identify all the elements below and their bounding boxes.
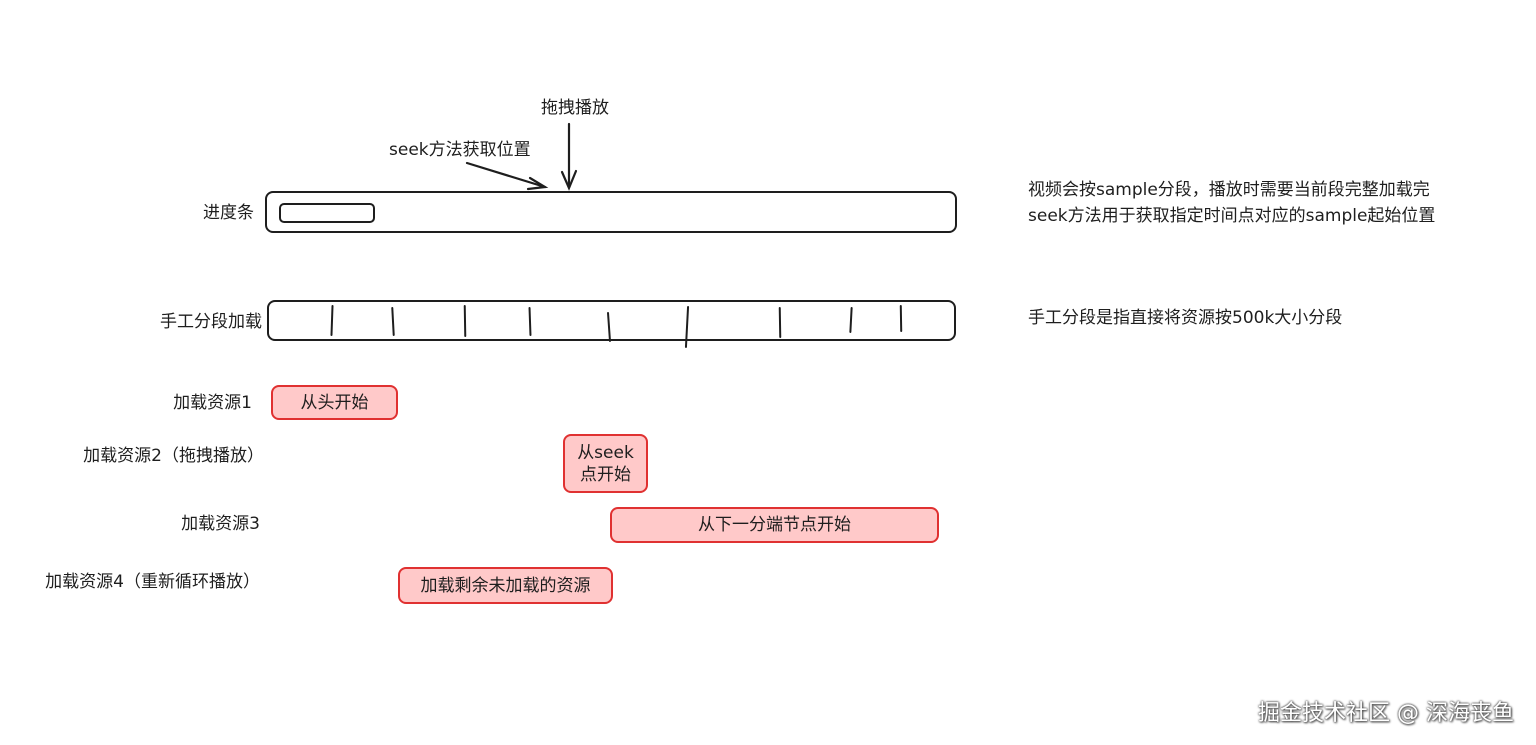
drag-play-arrow [560, 122, 578, 191]
note-seek: seek方法用于获取指定时间点对应的sample起始位置 [1028, 206, 1436, 226]
load-resource-1-box: 从头开始 [271, 385, 398, 420]
note-manual-segment: 手工分段是指直接将资源按500k大小分段 [1028, 308, 1343, 328]
load-resource-3-box: 从下一分端节点开始 [610, 507, 939, 543]
load-resource-2-label: 加载资源2（拖拽播放） [83, 446, 264, 466]
load-resource-1-label: 加载资源1 [173, 393, 252, 413]
load-resource-2-box: 从seek 点开始 [563, 434, 648, 493]
progress-thumb[interactable] [279, 203, 375, 223]
seek-arrow [465, 161, 549, 191]
progress-bar-label: 进度条 [203, 203, 254, 223]
load-resource-4-label: 加载资源4（重新循环播放） [45, 572, 260, 592]
load-resource-2-text-line2: 点开始 [580, 464, 631, 485]
drag-play-annotation: 拖拽播放 [541, 98, 609, 118]
progress-bar[interactable] [265, 191, 957, 233]
manual-segment-label: 手工分段加载 [160, 312, 262, 332]
load-resource-4-box: 加载剩余未加载的资源 [398, 567, 613, 604]
load-resource-4-text: 加载剩余未加载的资源 [420, 575, 591, 596]
load-resource-2-text-line1: 从seek [577, 442, 634, 463]
load-resource-1-text: 从头开始 [300, 392, 369, 413]
load-resource-3-label: 加载资源3 [181, 514, 260, 534]
seek-annotation: seek方法获取位置 [389, 140, 531, 160]
load-resource-3-text: 从下一分端节点开始 [698, 515, 851, 535]
watermark: 掘金技术社区 @ 深海丧鱼 [1258, 701, 1514, 726]
note-sample: 视频会按sample分段，播放时需要当前段完整加载完 [1028, 180, 1430, 200]
segment-bar [267, 300, 956, 341]
